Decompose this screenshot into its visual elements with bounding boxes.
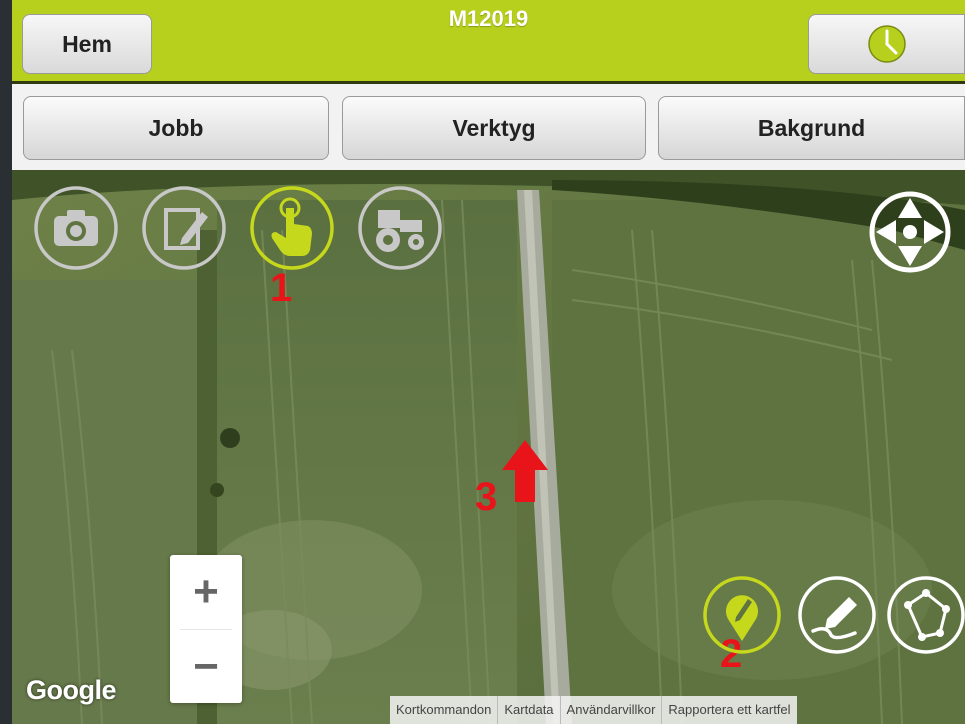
camera-tool-button[interactable]: [34, 186, 118, 270]
google-logo: Google: [26, 675, 117, 705]
zoom-divider: [180, 629, 232, 630]
zoom-in-button[interactable]: +: [193, 567, 219, 616]
page-title: M12019: [448, 6, 529, 31]
map-view[interactable]: 1 3 2 + − Google Kortk: [12, 170, 965, 724]
map-data-link[interactable]: Kartdata: [498, 696, 561, 724]
polygon-tool-button[interactable]: [886, 575, 965, 655]
background-button[interactable]: Bakgrund: [658, 96, 965, 160]
select-tool-button[interactable]: [250, 186, 334, 270]
pin-tool-button[interactable]: [702, 575, 782, 655]
zoom-control: + −: [170, 555, 242, 703]
clock-button[interactable]: [808, 14, 965, 74]
hand-pointer-icon: [250, 186, 334, 270]
home-button[interactable]: Hem: [22, 14, 152, 74]
annotation-1: 1: [270, 266, 293, 310]
zoom-out-button[interactable]: −: [193, 642, 219, 691]
clock-icon: [867, 25, 906, 63]
tractor-tool-button[interactable]: [358, 186, 442, 270]
edit-note-tool-button[interactable]: [142, 186, 226, 270]
terms-link[interactable]: Användarvillkor: [561, 696, 663, 724]
jobs-button[interactable]: Jobb: [23, 96, 329, 160]
annotation-3: 3: [475, 475, 498, 519]
report-error-link[interactable]: Rapportera ett kartfel: [668, 702, 791, 717]
camera-icon: [34, 186, 118, 270]
compass-button[interactable]: [868, 190, 952, 274]
freehand-tool-button[interactable]: [797, 575, 877, 655]
location-pin-pencil-icon: [703, 576, 781, 654]
app-header: M12019 Hem: [12, 0, 965, 84]
keyboard-shortcuts-link[interactable]: Kortkommandon: [390, 696, 499, 724]
edit-note-icon: [142, 186, 226, 270]
main-toolbar: Jobb Verktyg Bakgrund: [12, 84, 965, 170]
compass-icon: [869, 191, 951, 273]
tools-button[interactable]: Verktyg: [342, 96, 646, 160]
tractor-icon: [358, 186, 442, 270]
annotation-2: 2: [720, 632, 743, 676]
red-arrow-annotation: [502, 440, 548, 502]
polygon-icon: [887, 576, 965, 654]
freehand-draw-icon: [798, 576, 876, 654]
map-attribution-bar: Kortkommandon Kartdata Användarvillkor R…: [390, 696, 797, 724]
left-edge-bar: [0, 0, 12, 724]
